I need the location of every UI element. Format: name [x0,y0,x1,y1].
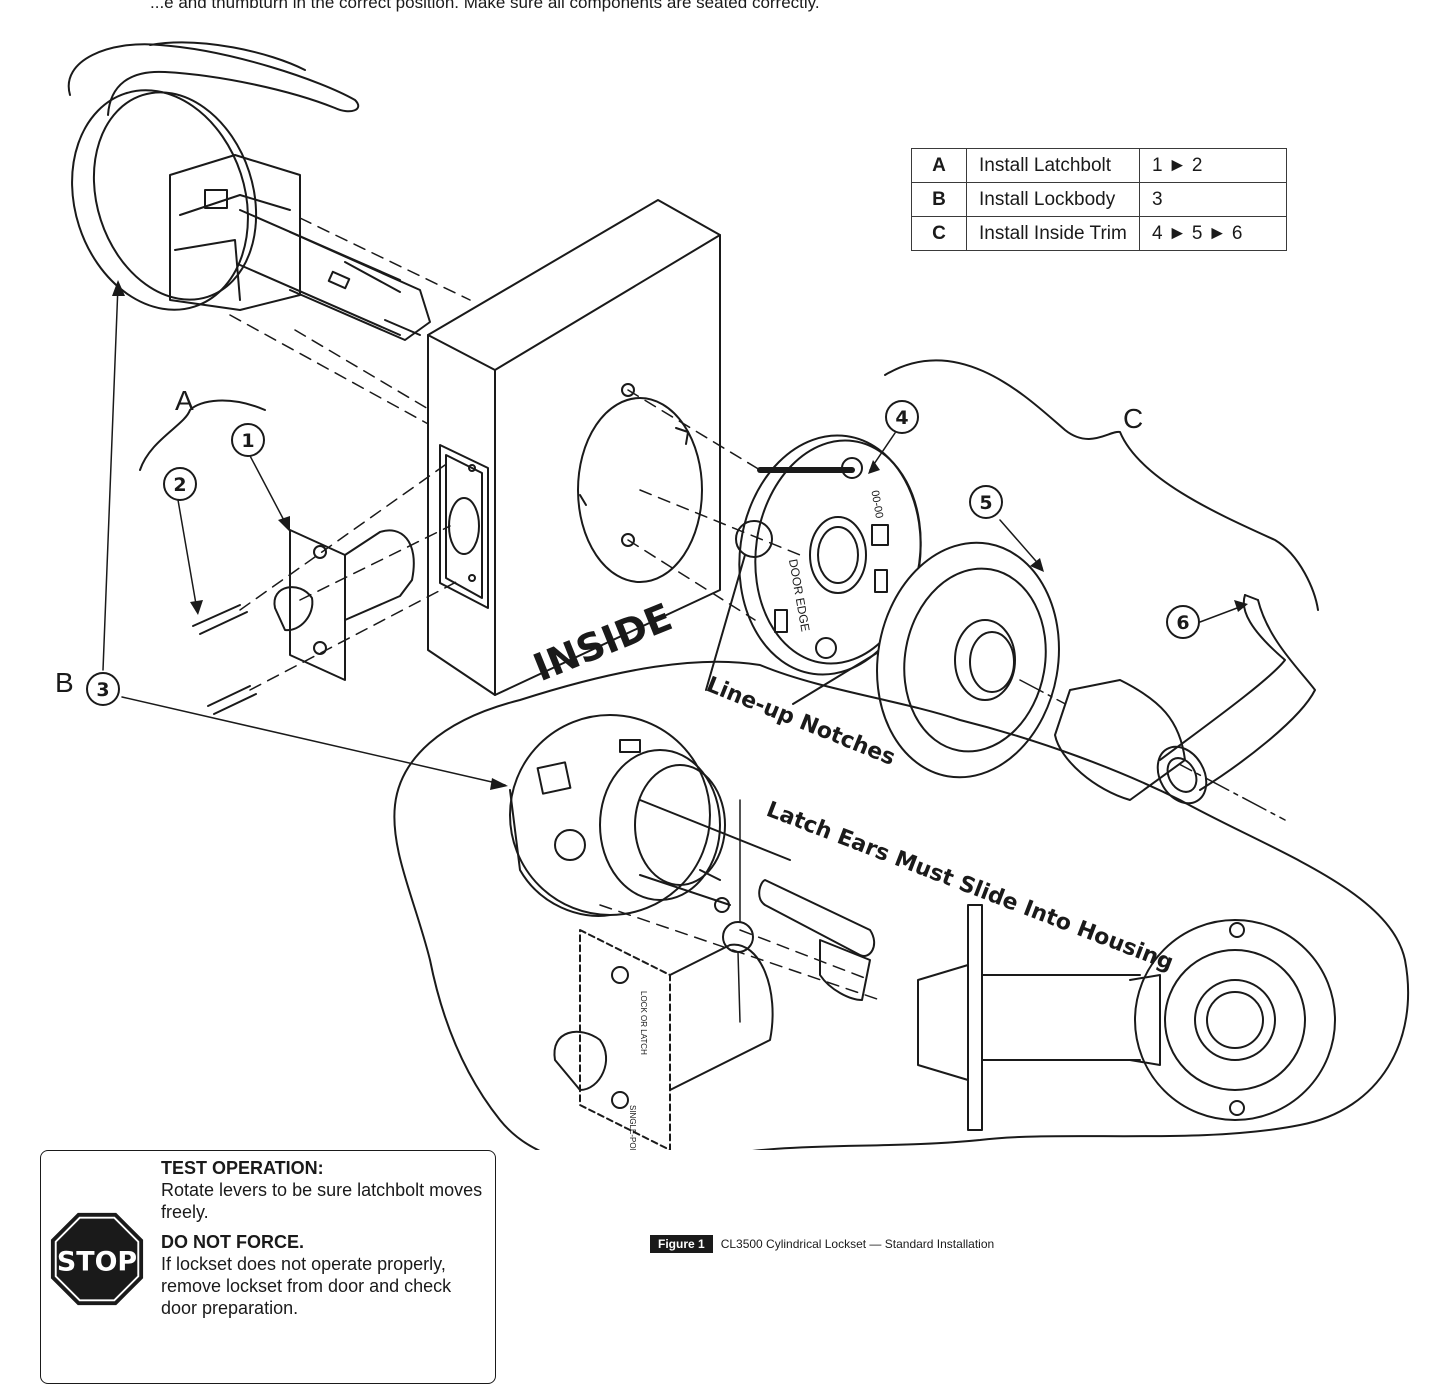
stop-sign-text: STOP [57,1247,137,1278]
inside-lever [1054,594,1316,805]
latch-alignment-lines [239,464,461,691]
callout-6: 6 [1166,605,1200,639]
svg-text:5: 5 [979,492,992,514]
latch-ears-label: Latch Ears Must Slide Into Housing [763,797,1177,976]
mounting-plate [705,434,925,705]
single-point-mark: SINGLE-POINT [628,1105,637,1150]
plate-alignment-lines [627,389,801,621]
lock-or-latch-mark: LOCK OR LATCH [639,991,648,1055]
step-name: Install Latchbolt [966,148,1140,183]
table-row: C Install Inside Trim 4 ► 5 ► 6 [911,216,1287,251]
stop-sign-icon: STOP [50,1212,144,1306]
arrowheads [112,280,1248,790]
lockset-exploded-diagram: ...e and thumbturn in the correct positi… [55,0,1410,1150]
group-label-b: B [55,667,74,698]
callout-2: 2 [163,467,197,501]
line-up-notches-label: Line-up Notches [703,672,899,771]
step-name: Install Lockbody [966,182,1140,217]
latch-assembly [139,399,415,715]
callout-3: 3 [86,672,120,706]
test-operation-heading: TEST OPERATION: [161,1158,324,1178]
step-sequence: 3 [1139,182,1287,217]
detail-faceplate [553,929,774,1150]
step-key: A [911,148,967,183]
do-not-force-body: If lockset does not operate properly, re… [161,1254,452,1318]
rose-code-mark: 00-00 [868,489,885,519]
callout-1: 1 [231,423,265,457]
svg-text:3: 3 [96,679,109,701]
step-name: Install Inside Trim [966,216,1140,251]
door-edge-mark: DOOR EDGE [786,558,813,633]
group-label-a: A [175,385,194,416]
test-operation-body: Rotate levers to be sure latchbolt moves… [161,1180,483,1222]
group-c-brace [884,359,1319,611]
outside-lever-assembly [67,41,431,341]
callout-5: 5 [969,485,1003,519]
svg-text:4: 4 [895,407,908,429]
svg-text:1: 1 [241,430,254,452]
step-sequence: 4 ► 5 ► 6 [1139,216,1287,251]
do-not-force-heading: DO NOT FORCE. [161,1232,304,1252]
door-block [427,199,721,696]
detail-side-view [917,904,1336,1131]
step-sequence: 1 ► 2 [1139,148,1287,183]
step-key: C [911,216,967,251]
table-row: A Install Latchbolt 1 ► 2 [911,148,1287,183]
step-key: B [911,182,967,217]
test-operation-box: STOP TEST OPERATION: Rotate levers to be… [40,1150,496,1384]
chassis-alignment-lines [229,217,471,426]
figure-title: CL3500 Cylindrical Lockset — Standard In… [720,1237,995,1251]
table-row: B Install Lockbody 3 [911,182,1287,217]
detail-latch-ears [722,799,876,1023]
detail-cloud-outline [393,660,1410,1150]
figure-caption: Figure 1 CL3500 Cylindrical Lockset — St… [650,1235,994,1253]
rose-trim [876,541,1060,779]
group-label-c: C [1123,403,1143,434]
steps-table: A Install Latchbolt 1 ► 2 B Install Lock… [911,148,1287,251]
svg-text:2: 2 [173,474,186,496]
top-caption: ...e and thumbturn in the correct positi… [150,0,820,12]
callout-4: 4 [885,400,919,434]
svg-text:6: 6 [1176,612,1189,634]
detail-chassis [509,714,791,917]
figure-tag: Figure 1 [650,1235,713,1253]
